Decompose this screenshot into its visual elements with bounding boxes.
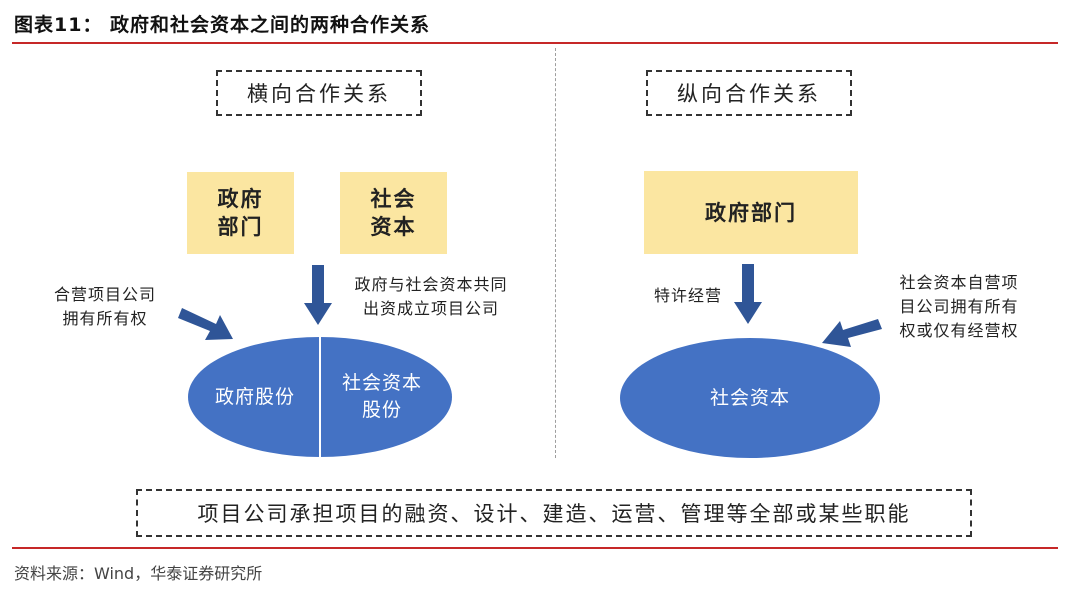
left-heading: 横向合作关系 [247, 82, 391, 106]
figure-title: 图表11： 政府和社会资本之间的两种合作关系 [14, 14, 431, 36]
left-heading-box: 横向合作关系 [216, 70, 422, 116]
right-gov-dept-box: 政府部门 [644, 171, 858, 254]
social-shares-label: 社会资本 股份 [341, 372, 422, 421]
left-note-joint-funding: 政府与社会资本共同 出资成立项目公司 [354, 275, 508, 318]
arrow-down-right [734, 264, 762, 324]
bottom-rule [12, 547, 1058, 549]
arrow-diag-left [178, 308, 233, 340]
right-note-franchise: 特许经营 [653, 286, 722, 305]
left-note-ownership: 合营项目公司 拥有所有权 [53, 285, 156, 328]
right-note-self-operated: 社会资本自营项 目公司拥有所有 权或仅有经营权 [899, 273, 1019, 340]
project-company-banner: 项目公司承担项目的融资、设计、建造、运营、管理等全部或某些职能 [136, 489, 972, 537]
gov-dept-box: 政府 部门 [187, 172, 294, 254]
arrow-diag-right [822, 319, 882, 347]
right-social-capital-label: 社会资本 [709, 386, 790, 409]
source-note: 资料来源：Wind，华泰证券研究所 [14, 564, 263, 583]
banner-text: 项目公司承担项目的融资、设计、建造、运营、管理等全部或某些职能 [197, 502, 911, 526]
social-capital-box: 社会 资本 [340, 172, 447, 254]
arrow-down-left [304, 265, 332, 325]
right-heading: 纵向合作关系 [677, 82, 821, 106]
center-divider [555, 48, 556, 458]
right-ellipse [620, 338, 880, 458]
right-heading-box: 纵向合作关系 [646, 70, 852, 116]
gov-shares-label: 政府股份 [214, 385, 295, 408]
top-rule [12, 42, 1058, 44]
